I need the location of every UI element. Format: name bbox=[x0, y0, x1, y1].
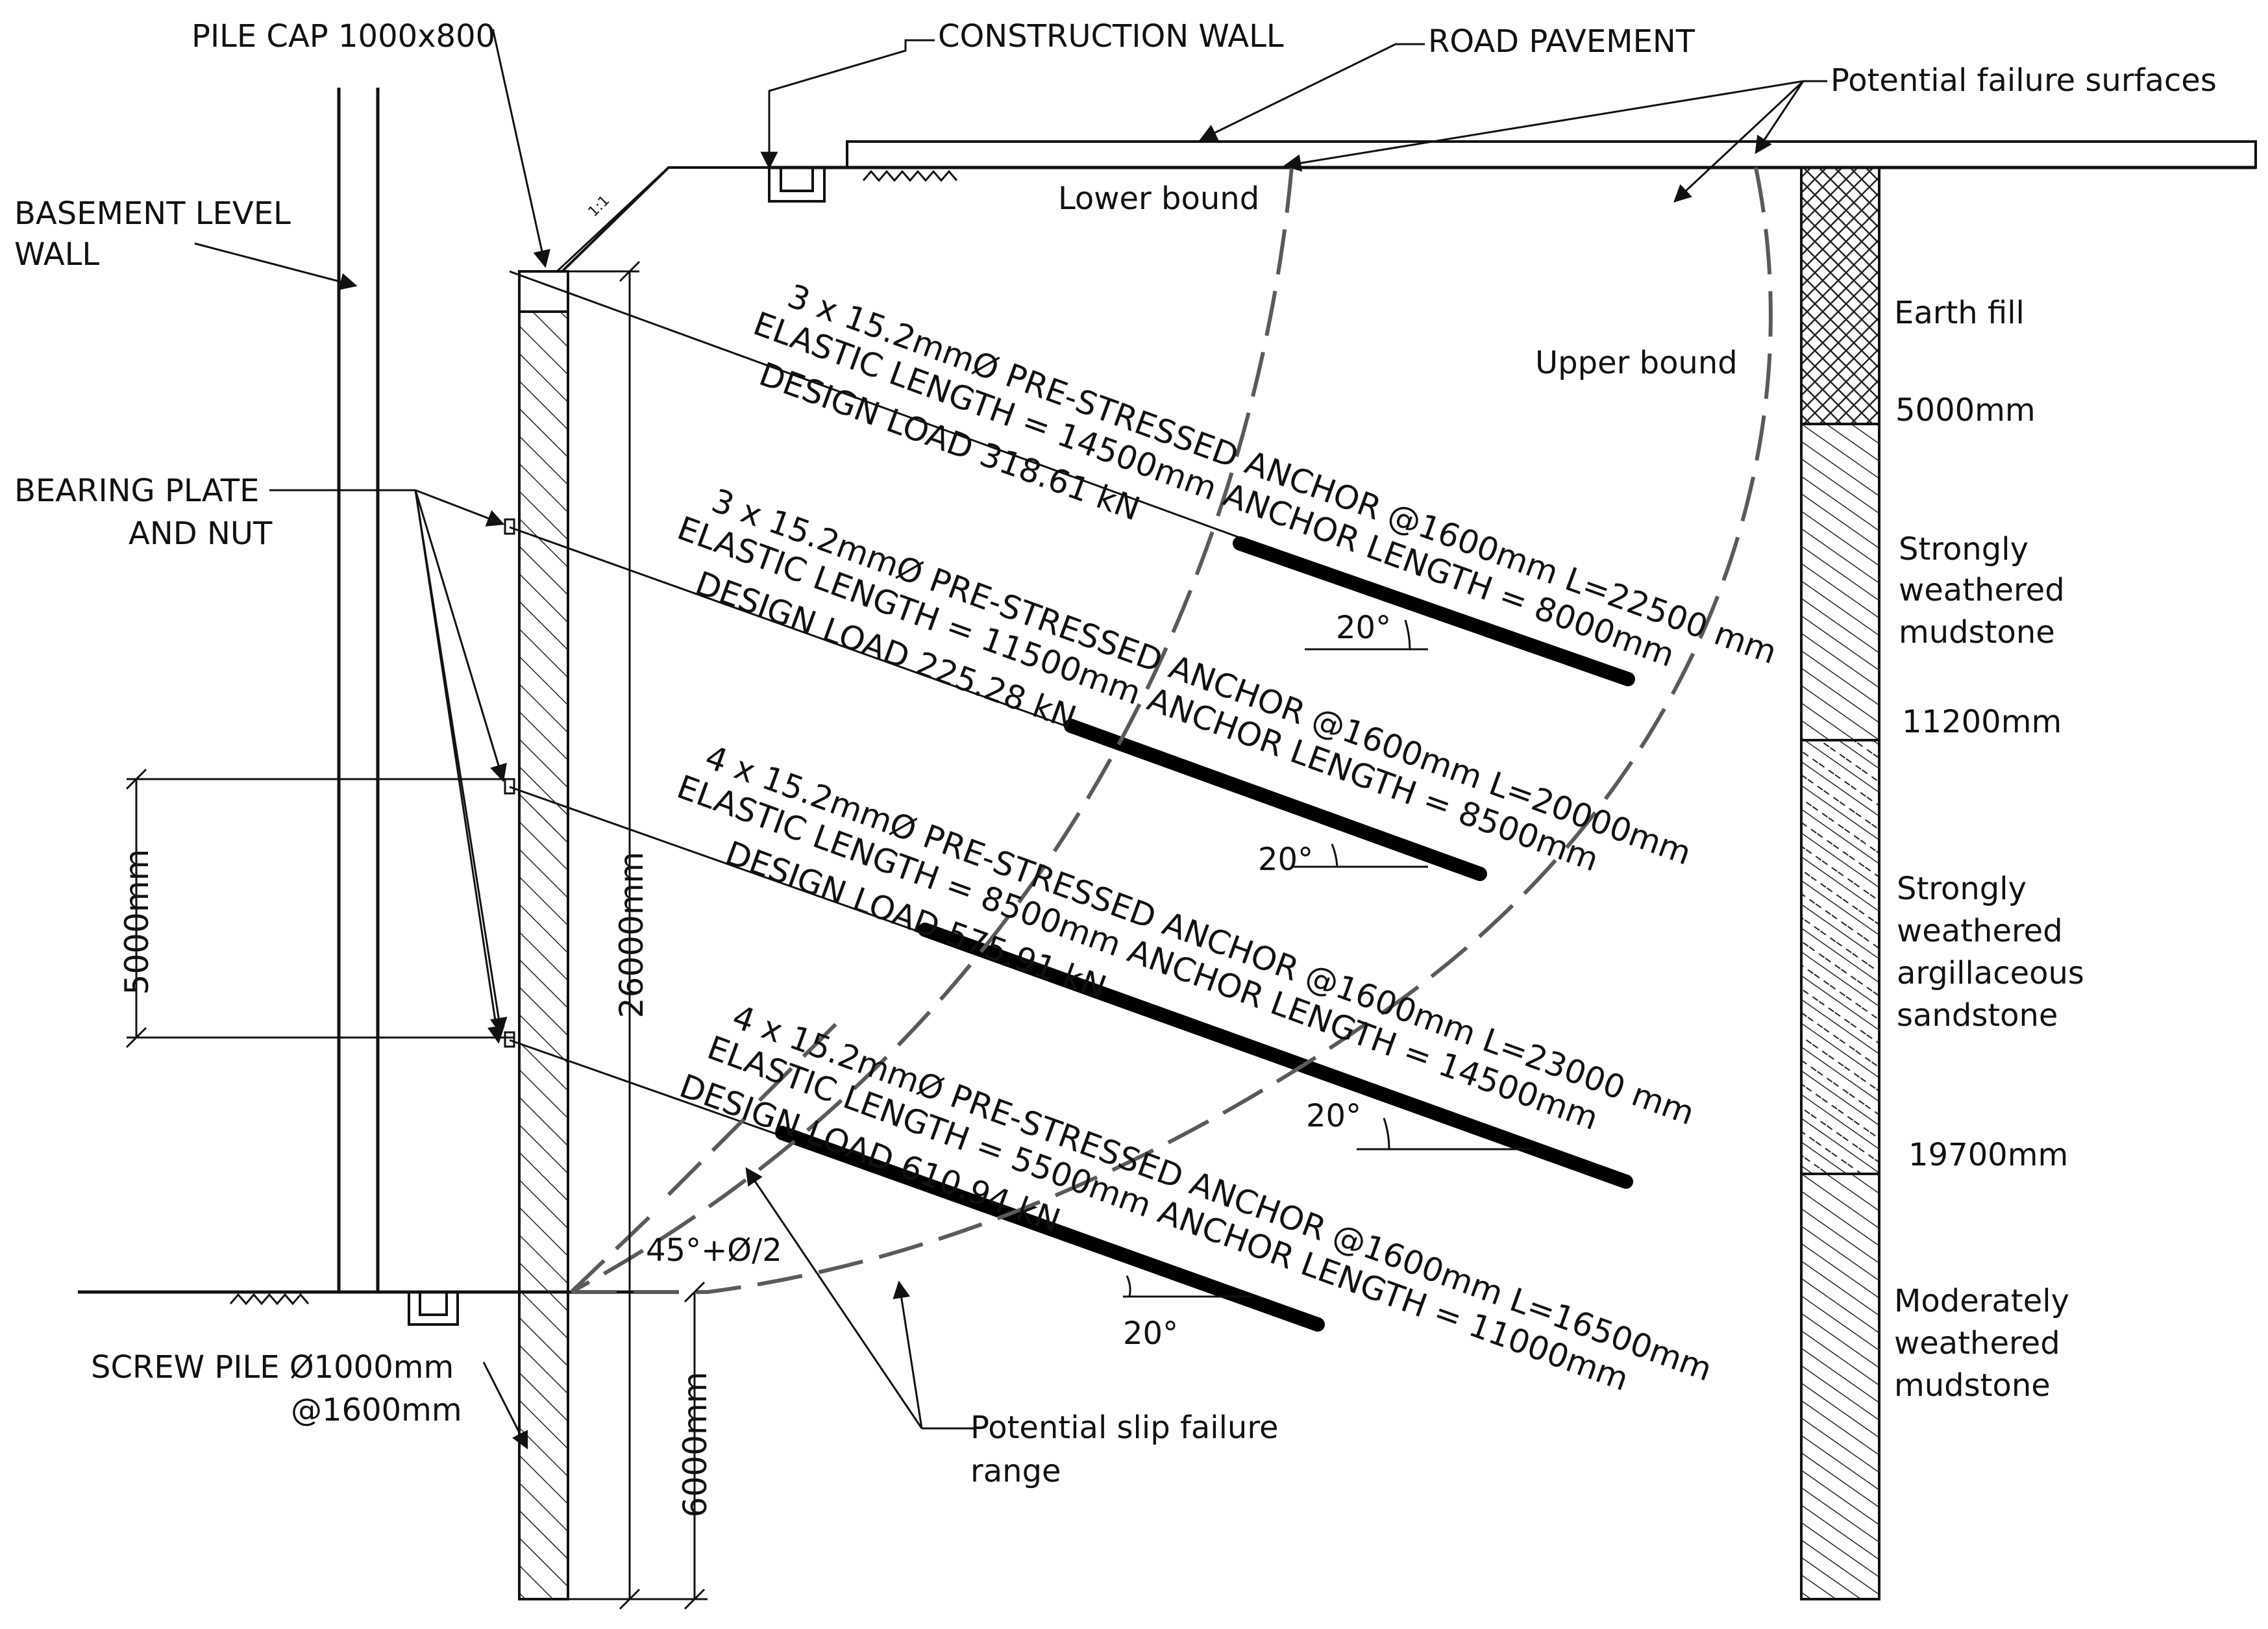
stratum-3-name-line2: weathered bbox=[1897, 913, 2063, 949]
screw-pile-leader bbox=[482, 1362, 528, 1450]
stratum-2-depth: 11200mm bbox=[1902, 704, 2062, 740]
road-pavement bbox=[846, 140, 2257, 169]
soil-symbol bbox=[229, 1293, 310, 1306]
slip-range-label-line1: Potential slip failure bbox=[970, 1410, 1279, 1446]
construction-wall bbox=[768, 168, 826, 203]
upper-bound-failure-surface bbox=[571, 167, 1773, 1294]
basement-wall-label-line2: WALL bbox=[14, 236, 99, 273]
bearing-plate bbox=[504, 778, 515, 795]
dimension-anchor-spacing: 5000mm bbox=[118, 768, 514, 1049]
potential-failure-surfaces-label: Potential failure surfaces bbox=[1830, 62, 2217, 99]
lower-bound-label: Lower bound bbox=[1058, 180, 1259, 217]
stratum-3-name-line3: argillaceous bbox=[1897, 955, 2084, 991]
slip-line-45deg bbox=[569, 1021, 839, 1294]
dimension-pile-length: 26000mm bbox=[568, 260, 708, 1610]
stratum-3-name-line4: sandstone bbox=[1897, 997, 2058, 1034]
anchor-4 bbox=[509, 1039, 1325, 1332]
basement-drain-channel bbox=[408, 1292, 459, 1326]
slip-range-leaders bbox=[745, 1167, 974, 1430]
angle-45-label: 45°+Ø/2 bbox=[646, 1232, 782, 1269]
bearing-plate-label-line2: AND NUT bbox=[129, 516, 273, 552]
anchor-spacing-dimension-text: 5000mm bbox=[118, 849, 156, 995]
bearing-plate-leaders bbox=[269, 489, 508, 1044]
failure-surface-leaders bbox=[1283, 80, 1827, 203]
stratum-3-name-line1: Strongly bbox=[1897, 871, 2027, 907]
embedment-dimension-text: 6000mm bbox=[676, 1372, 714, 1518]
slip-range-label-line2: range bbox=[970, 1453, 1061, 1489]
dimension-embedment: 6000mm bbox=[676, 1281, 714, 1610]
anchor-1 bbox=[504, 270, 1635, 686]
bearing-plate bbox=[504, 518, 515, 535]
stratum-4-name-line3: mudstone bbox=[1894, 1367, 2051, 1404]
pile-length-dimension-text: 26000mm bbox=[613, 852, 650, 1018]
bearing-plate bbox=[504, 1031, 515, 1048]
stratum-2-name-line2: weathered bbox=[1899, 572, 2065, 608]
screw-pile-label-line1: SCREW PILE Ø1000mm bbox=[91, 1349, 454, 1386]
anchor-3-angle: 20° bbox=[1306, 1098, 1361, 1134]
basement-wall-label-line1: BASEMENT LEVEL bbox=[14, 195, 291, 232]
lower-bound-failure-surface bbox=[570, 167, 1294, 1294]
bearing-plate-label-line1: BEARING PLATE bbox=[14, 473, 260, 509]
basement-wall-leader bbox=[194, 242, 358, 290]
soil-symbol bbox=[862, 169, 958, 182]
pile-cap-leader bbox=[492, 29, 550, 268]
strata-labels: Earth fill 5000mm Strongly weathered mud… bbox=[1894, 295, 2084, 1404]
road-pavement-label: ROAD PAVEMENT bbox=[1428, 23, 1695, 60]
slope-ratio-label: 1:1 bbox=[585, 193, 613, 221]
stratum-2-name-line3: mudstone bbox=[1899, 614, 2055, 651]
screw-pile bbox=[518, 270, 569, 1600]
pile-cap-label: PILE CAP 1000x800 bbox=[191, 18, 495, 55]
upper-bound-label: Upper bound bbox=[1535, 345, 1738, 381]
stratum-3-depth: 19700mm bbox=[1908, 1137, 2068, 1173]
anchor-2-angle: 20° bbox=[1258, 841, 1313, 878]
stratum-4-name-line2: weathered bbox=[1894, 1325, 2060, 1362]
excavation-slope bbox=[556, 166, 769, 273]
construction-wall-label: CONSTRUCTION WALL bbox=[938, 18, 1284, 55]
anchor-4-angle: 20° bbox=[1123, 1315, 1178, 1352]
strata-column bbox=[1800, 166, 1880, 1600]
stratum-4-name-line1: Moderately bbox=[1894, 1283, 2069, 1319]
basement-level-wall bbox=[337, 88, 380, 1292]
road-pavement-leader bbox=[1199, 43, 1425, 141]
stratum-1-depth: 5000mm bbox=[1895, 392, 2036, 429]
construction-wall-leader bbox=[760, 39, 935, 169]
stratum-1-name: Earth fill bbox=[1894, 295, 2025, 331]
stratum-2-name-line1: Strongly bbox=[1899, 531, 2028, 567]
anchor-3 bbox=[504, 786, 1633, 1189]
screw-pile-label-line2: @1600mm bbox=[291, 1392, 462, 1428]
anchor-1-angle: 20° bbox=[1336, 610, 1391, 646]
